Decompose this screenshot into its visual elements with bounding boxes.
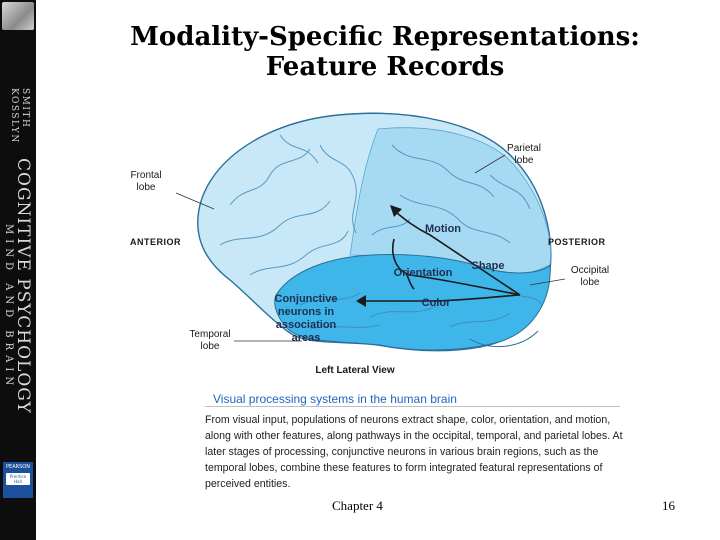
conjunctive-neurons-label: Conjunctive neurons in association areas (274, 293, 338, 344)
motion-label: Motion (424, 223, 462, 235)
publisher-logo: PEARSON Prentice Hall (3, 462, 33, 498)
footer-chapter: Chapter 4 (332, 498, 383, 513)
posterior-label: Posterior (548, 237, 606, 247)
slide-title: Modality-Specific Representations: Featu… (60, 22, 710, 82)
spine-book-title: COGNITIVE PSYCHOLOGY (13, 158, 33, 414)
brain-figure: Frontal lobe Parietal lobe Anterior Post… (110, 105, 630, 385)
figure-caption-title: Visual processing systems in the human b… (213, 392, 457, 406)
slide-title-line-2: Feature Records (265, 52, 505, 82)
occipital-lobe-label: Occipital lobe (570, 265, 610, 288)
spine-book-subtitle: MIND AND BRAIN (3, 224, 14, 391)
view-label: Left Lateral View (315, 365, 395, 376)
spine-author-2: KOSSLYN (9, 88, 19, 144)
shape-label: Shape (471, 260, 505, 272)
frontal-lobe-label: Frontal lobe (130, 170, 162, 193)
gyri-folds (219, 134, 543, 330)
spine-authors: SMITH KOSSLYN (8, 88, 30, 144)
leader-lines (175, 154, 566, 342)
caption-divider (205, 406, 620, 407)
figure-caption: From visual input, populations of neuron… (205, 414, 623, 490)
cover-thumbnail (2, 2, 34, 30)
anterior-label: Anterior (130, 237, 181, 247)
color-label: Color (421, 297, 451, 309)
page-number: 16 (662, 498, 675, 513)
spine-author-1: SMITH (20, 88, 30, 129)
pathway-arrows (360, 208, 521, 302)
orientation-label: Orientation (393, 267, 453, 279)
visual-processing-region (274, 254, 551, 351)
book-spine: SMITH KOSSLYN COGNITIVE PSYCHOLOGY MIND … (0, 0, 36, 540)
publisher-imprint: Prentice Hall (6, 473, 30, 485)
arrow-heads (356, 205, 402, 307)
temporal-lobe-label: Temporal lobe (189, 329, 231, 352)
brain-illustration (175, 112, 566, 352)
cerebellum (469, 330, 539, 348)
parietal-lobe-label: Parietal lobe (507, 143, 541, 166)
publisher-name: PEARSON (6, 464, 30, 470)
slide-title-line-1: Modality-Specific Representations: (130, 22, 640, 52)
